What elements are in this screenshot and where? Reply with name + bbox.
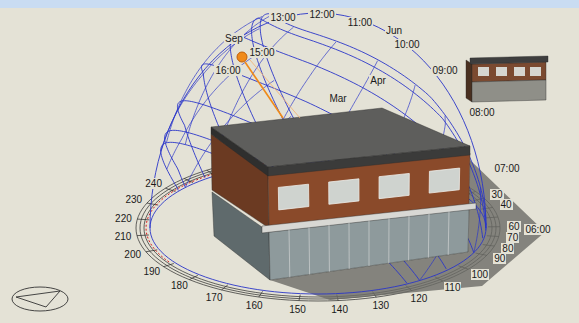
ground-glazing: [472, 80, 546, 102]
sky-strip: [0, 0, 579, 8]
azimuth-label: 180: [170, 280, 189, 291]
azimuth-label: 170: [205, 292, 224, 303]
mullion: [448, 211, 450, 255]
roof-fascia: [211, 127, 268, 176]
mullion: [349, 223, 350, 269]
azimuth-label: 110: [444, 282, 462, 293]
azimuth-tick: [164, 264, 174, 267]
month-label: Apr: [369, 75, 387, 86]
upper-facade: [472, 62, 546, 82]
azimuth-label: 210: [114, 231, 133, 242]
azimuth-label: 230: [124, 194, 143, 205]
azimuth-label: 190: [142, 266, 161, 277]
azimuth-label: 130: [371, 300, 390, 311]
hour-line: [474, 188, 481, 253]
hour-label: 07:00: [493, 163, 520, 174]
azimuth-label: 90: [493, 253, 506, 264]
azimuth-label: 60: [507, 221, 520, 232]
mullion: [289, 230, 291, 278]
azimuth-label: 240: [144, 178, 163, 189]
sun-marker: [237, 52, 300, 118]
month-label: Sep: [224, 33, 244, 44]
hour-label: 15:00: [248, 47, 275, 58]
hour-label: 16:00: [214, 65, 241, 76]
azimuth-label: 200: [123, 249, 142, 260]
month-label: Jun: [385, 25, 403, 36]
mullion: [309, 227, 311, 274]
window: [496, 67, 507, 76]
roof: [470, 56, 548, 64]
azimuth-tick: [189, 275, 197, 279]
mullion: [388, 218, 389, 263]
window: [278, 184, 308, 210]
window: [514, 67, 525, 76]
sun-dot: [237, 52, 247, 62]
window: [379, 173, 409, 198]
hour-label: 11:00: [347, 17, 373, 28]
sun-ray: [250, 60, 300, 118]
hour-label: 09:00: [431, 65, 458, 76]
sun-path-dome: [150, 13, 486, 294]
hour-label: 13:00: [269, 12, 296, 23]
compass-needle: [16, 291, 60, 307]
hour-label: 10:00: [393, 39, 420, 50]
side-wall: [466, 60, 472, 102]
compass-ring: [12, 287, 68, 311]
window: [478, 67, 489, 76]
window: [429, 168, 459, 193]
hour-label: 12:00: [308, 9, 335, 20]
azimuth-label: 120: [410, 293, 429, 304]
hour-label: 06:00: [524, 224, 551, 235]
azimuth-tick: [222, 285, 228, 290]
month-label: Mar: [328, 93, 347, 104]
window: [329, 179, 359, 204]
mullion: [408, 216, 409, 261]
compass-icon: [12, 287, 68, 311]
mullion: [428, 214, 430, 258]
azimuth-tick: [165, 188, 175, 191]
azimuth-label: 160: [245, 300, 264, 311]
azimuth-tick: [137, 235, 149, 237]
hour-line: [485, 223, 486, 230]
azimuth-label: 150: [288, 304, 307, 315]
mullion: [369, 221, 370, 267]
azimuth-label: 80: [501, 243, 514, 254]
azimuth-tick: [299, 295, 300, 301]
hour-label: 08:00: [468, 107, 495, 118]
azimuth-tick: [137, 219, 149, 221]
azimuth-label: 220: [114, 213, 133, 224]
dome-outline: [150, 13, 486, 228]
azimuth-label: 140: [330, 304, 349, 315]
azimuth-label: 100: [471, 269, 490, 280]
sun-ray: [245, 62, 283, 118]
azimuth-label: 40: [500, 199, 513, 210]
azimuth-label: 70: [506, 232, 519, 243]
house: [211, 108, 476, 280]
mullion: [329, 225, 330, 272]
side-glazing: [212, 192, 270, 280]
azimuth-tick: [259, 291, 263, 297]
window: [530, 67, 541, 76]
neighbour-house: [466, 56, 548, 102]
